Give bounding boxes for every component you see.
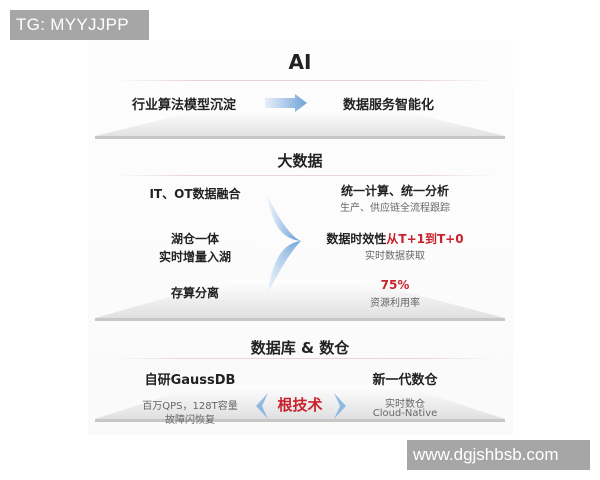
timeliness-highlight: 从T+1到T+0 [386,232,464,246]
database-right-title: 新一代数仓 [372,373,438,388]
database-left-line1: 百万QPS，128T容量 [142,401,238,412]
divider-ai [115,80,495,81]
bigdata-left-item-1: IT、OT数据融合 [149,187,241,201]
divider-bigdata [115,175,495,176]
bigdata-right-sub-1: 生产、供应链全流程跟踪 [340,203,450,214]
database-right-line2: Cloud-Native [372,408,438,419]
ai-left-text: 行业算法模型沉淀 [132,98,237,113]
layer-title-ai: AI [288,50,312,74]
chevron-right-icon [334,393,346,419]
divider-database [115,358,495,359]
bigdata-left-item-2: 湖仓一体 [170,232,219,246]
layer-title-database: 数据库 & 数仓 [250,339,350,357]
database-right-line1: 实时数仓 [385,399,425,410]
bigdata-right-title-2: 数据时效性从T+1到T+0 [300,230,490,247]
bigdata-right-sub-2: 实时数据获取 [365,251,425,262]
watermark-tg: TG: MYYJJPP [10,10,149,40]
database-left-title: 自研GaussDB [144,373,236,388]
ai-right-text: 数据服务智能化 [343,98,435,113]
bigdata-right-title-3: 75% [380,278,410,292]
funnel-arrow-icon [267,195,301,295]
bigdata-left-item-4: 存算分离 [170,286,219,300]
trapezoid-bigdata [95,280,505,321]
bigdata-right-title-1: 统一计算、统一分析 [340,184,449,198]
bigdata-right-sub-3: 资源利用率 [370,298,420,309]
watermark-url: www.dgjshbsb.com [407,440,590,470]
chevron-left-icon [256,393,268,419]
trapezoid-ai [95,110,505,139]
database-left-line2: 故障闪恢复 [165,415,215,426]
root-technology-label: 根技术 [277,396,323,414]
timeliness-label: 数据时效性 [326,232,387,246]
layer-title-bigdata: 大数据 [277,152,323,170]
trapezoid-database [95,385,505,422]
right-arrow-icon [265,94,307,112]
bigdata-left-item-3: 实时增量入湖 [158,250,231,264]
